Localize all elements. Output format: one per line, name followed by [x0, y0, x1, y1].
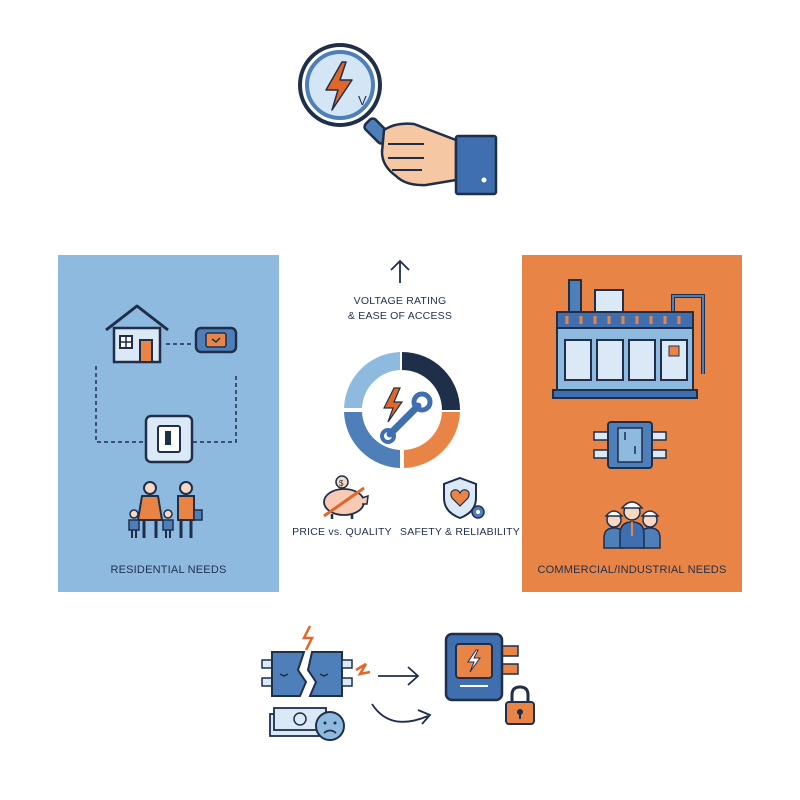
switch-icon — [144, 414, 194, 464]
secure-breaker-icon — [444, 632, 519, 702]
voltage-rating-line2: & EASE OF ACCESS — [347, 310, 453, 322]
factory-icon — [552, 279, 705, 399]
meter-icon — [194, 326, 238, 354]
safety-reliability-label: SAFETY & RELIABILITY — [400, 526, 520, 538]
price-quality-label: PRICE vs. QUALITY — [292, 526, 392, 538]
family-icon — [128, 481, 203, 538]
svg-text:V: V — [358, 93, 367, 108]
curved-arrow-icon — [371, 703, 432, 725]
svg-text:$: $ — [339, 479, 344, 488]
broken-breaker-icon — [261, 625, 371, 697]
cycle-tool-icon — [344, 352, 460, 468]
workers-icon — [603, 501, 661, 549]
breaker-icon — [593, 421, 667, 469]
house-icon — [105, 304, 169, 364]
piggy-bank-icon: $ — [323, 475, 369, 519]
voltage-rating-label: VOLTAGE RATING & EASE OF ACCESS — [330, 294, 470, 324]
money-sad-icon — [269, 707, 345, 741]
residential-needs-label: RESIDENTIAL NEEDS — [110, 564, 227, 576]
commercial-needs-label: COMMERCIAL/INDUSTRIAL NEEDS — [537, 564, 727, 576]
shield-heart-icon — [443, 476, 485, 520]
connection-lines — [95, 343, 237, 443]
right-arrow-icon — [378, 666, 420, 686]
lock-icon — [505, 685, 535, 725]
magnifier-voltage-icon: V — [298, 43, 498, 196]
voltage-rating-line1: VOLTAGE RATING — [353, 295, 447, 307]
up-arrow-icon — [390, 259, 410, 283]
